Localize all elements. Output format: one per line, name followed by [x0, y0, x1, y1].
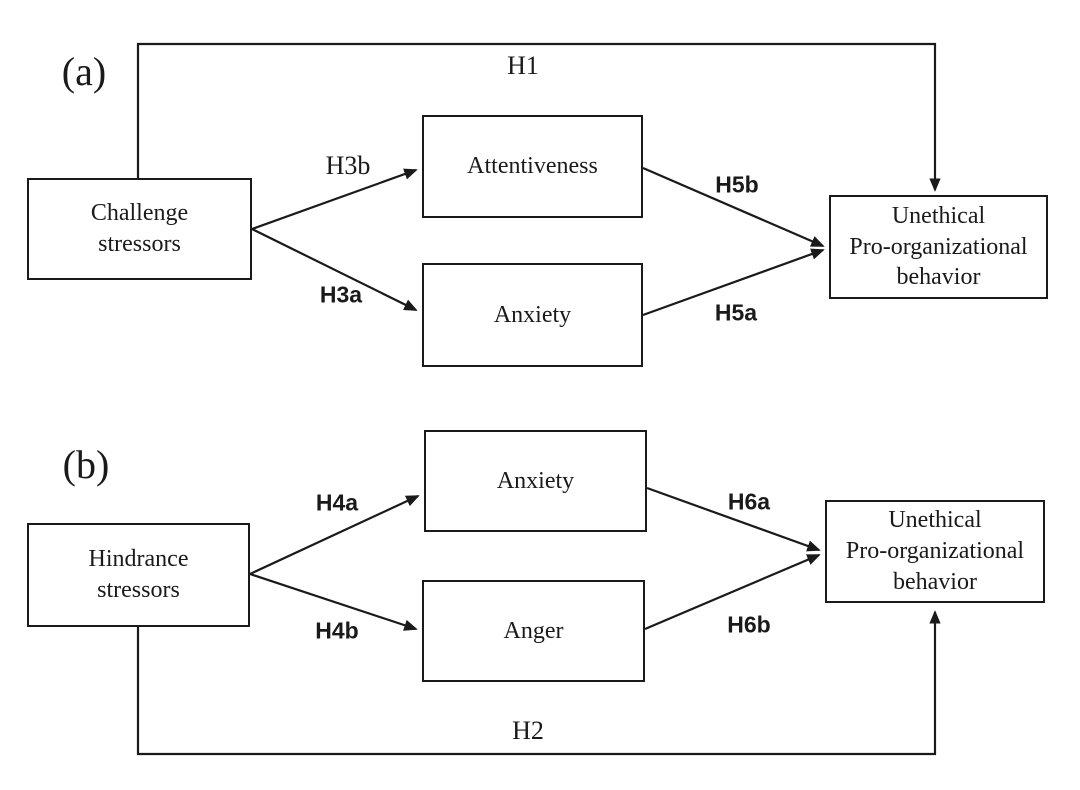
label-h6b: H6b	[727, 611, 771, 638]
label-h3b: H3b	[325, 151, 371, 180]
box-attentiveness: Attentiveness	[422, 115, 643, 218]
label-h4a: H4a	[315, 489, 359, 516]
box-anxiety-panel-b: Anxiety	[424, 430, 647, 532]
h4b-arrow-hindrance-to-anger	[249, 572, 418, 631]
label-h5a: H5a	[714, 299, 758, 326]
label-h1: H1	[507, 51, 539, 80]
box-anger: Anger	[422, 580, 645, 682]
box-challenge-stressors: Challenge stressors	[27, 178, 252, 280]
h3a-arrow-challenge-to-anxiety	[251, 228, 418, 311]
h6b-arrow-anger-to-upb	[644, 553, 821, 631]
h2-direct-path-arrow	[136, 610, 941, 756]
label-h5b: H5b	[715, 171, 759, 198]
box-hindrance-stressors: Hindrance stressors	[27, 523, 250, 627]
panel-a-label: (a)	[61, 49, 107, 94]
label-h4b: H4b	[315, 617, 359, 644]
label-h2: H2	[512, 716, 544, 745]
h5b-arrow-attentiveness-to-upb	[642, 166, 825, 248]
box-unethical-pro-organizational-behavior-panel-b: Unethical Pro-organizational behavior	[825, 500, 1045, 603]
h1-direct-path-arrow	[136, 42, 941, 192]
label-h3a: H3a	[319, 281, 363, 308]
h4a-arrow-hindrance-to-anxiety	[249, 495, 420, 575]
h3b-arrow-challenge-to-attentiveness	[251, 168, 418, 231]
panel-b-label: (b)	[62, 442, 110, 487]
h5a-arrow-anxiety-to-upb	[642, 248, 825, 317]
box-anxiety-panel-a: Anxiety	[422, 263, 643, 367]
h6a-arrow-anxiety-to-upb	[646, 486, 821, 552]
box-unethical-pro-organizational-behavior-panel-a: Unethical Pro-organizational behavior	[829, 195, 1048, 299]
label-h6a: H6a	[727, 488, 771, 515]
